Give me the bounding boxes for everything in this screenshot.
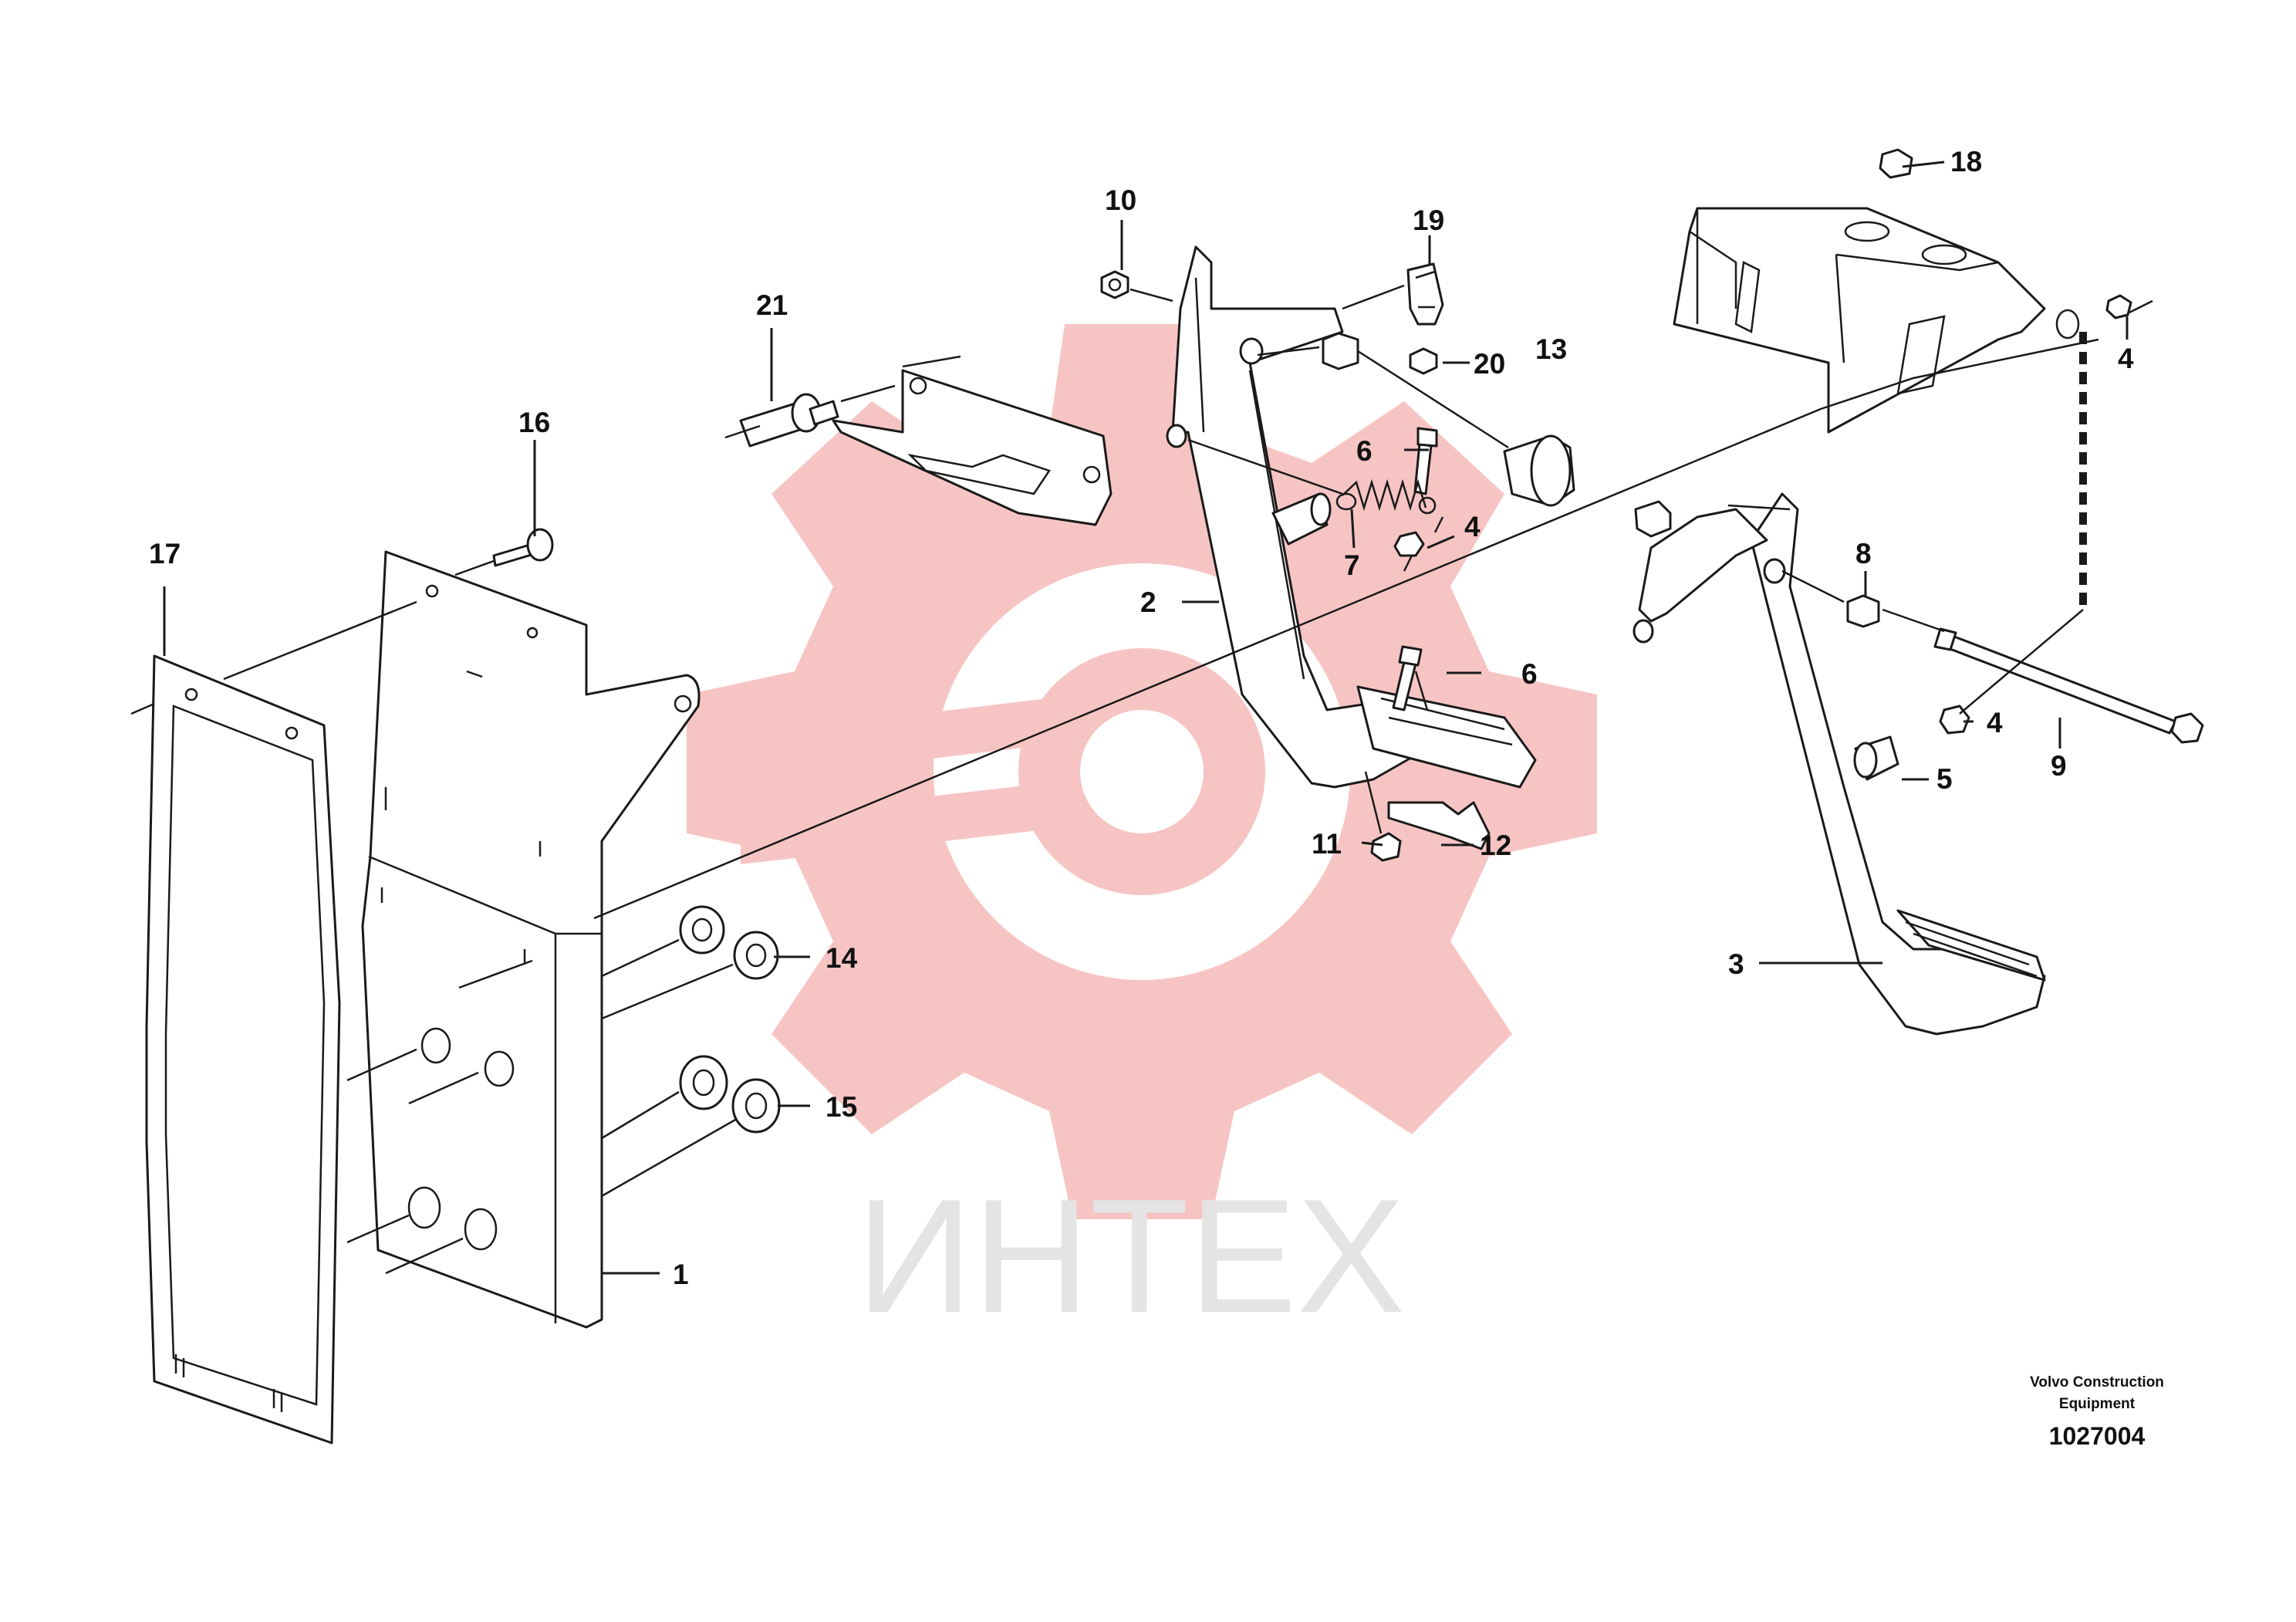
callout-9: 9	[2051, 750, 2067, 782]
callout-12: 12	[1480, 830, 1511, 861]
top-bracket	[1673, 148, 2132, 434]
callout-4-right: 4	[2118, 343, 2134, 374]
gasket-frame	[145, 654, 341, 1445]
callout-14: 14	[826, 942, 858, 974]
switch-bracket	[739, 369, 1113, 526]
callout-11: 11	[1312, 828, 1342, 860]
callout-19: 19	[1413, 204, 1444, 236]
figure-number: 1027004	[2049, 1422, 2146, 1450]
callout-18: 18	[1950, 146, 1982, 177]
callout-7: 7	[1344, 549, 1360, 581]
bolts-and-nuts	[1392, 427, 1438, 711]
leader-lines	[163, 161, 2129, 1275]
callout-21: 21	[756, 289, 788, 321]
screw-16	[492, 528, 554, 567]
callout-8: 8	[1855, 538, 1872, 569]
callout-16: 16	[518, 407, 550, 438]
bushings	[1322, 332, 1672, 538]
assembly-lines	[130, 284, 2153, 1275]
shaft-9	[1846, 594, 2204, 744]
callout-6-lower: 6	[1521, 658, 1538, 690]
pin-parts-top	[1100, 262, 1444, 375]
pedal-lever-3	[1633, 492, 2046, 1036]
watermark-gear-logo: ИНТЕХ	[687, 324, 1597, 1347]
callout-17: 17	[149, 538, 181, 569]
credit-line-1: Volvo Construction	[2030, 1374, 2164, 1391]
callout-4-upper: 4	[1464, 511, 1481, 542]
callout-1: 1	[673, 1259, 689, 1290]
callouts: 17 16 21 10 19 20 13 6 4 7 2 6 11 12 18 …	[149, 146, 2134, 1290]
callout-20: 20	[1474, 348, 1505, 380]
grommets	[679, 905, 781, 1134]
callout-5: 5	[1936, 763, 1953, 795]
callout-13: 13	[1535, 333, 1567, 365]
callout-6-upper: 6	[1356, 435, 1373, 467]
watermark-text: ИНТЕХ	[856, 1165, 1405, 1347]
callout-15: 15	[826, 1091, 857, 1123]
credit-line-2: Equipment	[2059, 1396, 2136, 1412]
spring-7	[1335, 478, 1437, 515]
callout-3: 3	[1728, 948, 1744, 980]
callout-2: 2	[1140, 586, 1156, 618]
bracket-12	[1370, 801, 1491, 862]
callout-10: 10	[1105, 184, 1136, 216]
callout-4-lower: 4	[1987, 707, 2003, 738]
pedal-box-plate	[361, 550, 701, 1329]
credit-block: Volvo Construction Equipment 1027004	[2030, 1374, 2164, 1450]
